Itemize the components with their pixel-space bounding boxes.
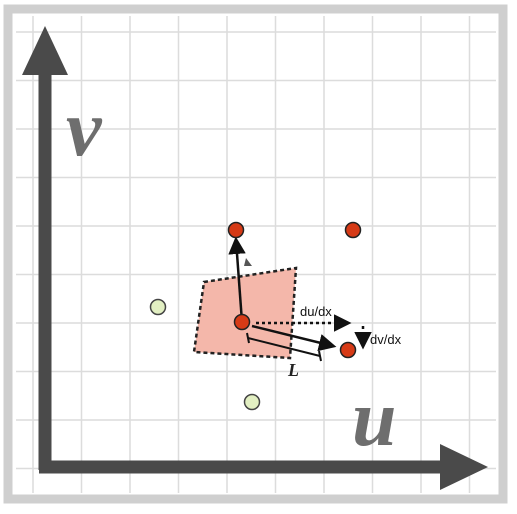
dv-dy-arrow [228, 236, 246, 323]
pixel-footprint [192, 266, 298, 360]
texel-left [149, 298, 167, 316]
texel-top-right [344, 221, 362, 239]
uv-grid [16, 16, 496, 493]
texel-bottom [243, 393, 261, 411]
du-dx-label: du/dx [300, 304, 332, 319]
diagonal-derivative-arrow [251, 324, 337, 352]
axis-u-label: u [352, 375, 397, 463]
texel-right [339, 341, 357, 359]
v-axis-arrowhead [22, 26, 68, 75]
axis-v-label: v [66, 85, 103, 173]
u-axis-arrowhead [440, 444, 488, 490]
texel-top [227, 221, 245, 239]
length-label: L [287, 360, 299, 380]
length-bracket [246, 332, 322, 362]
dv-dx-label: dv/dx [370, 332, 402, 347]
footprint-corner-arrow-icon [244, 258, 252, 266]
texel-center [233, 313, 251, 331]
axes [22, 26, 488, 490]
